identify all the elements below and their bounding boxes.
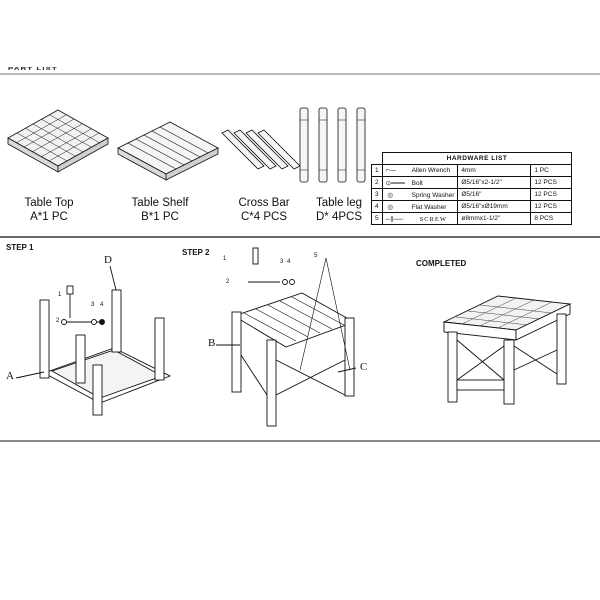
hardware-row: 1 ⌐—Allen Wrench 4mm 1 PC <box>371 164 573 177</box>
hardware-row-qty: 1 PC <box>530 164 573 177</box>
table-top-drawing <box>7 109 109 173</box>
completed-table-drawing <box>442 295 572 405</box>
step2-hardware-number: 3 <box>280 259 284 265</box>
completed-title: COMPLETED <box>416 259 467 268</box>
hardware-row-number: 4 <box>371 200 383 213</box>
hardware-row: 2 ⊙═══Bolt Ø5/16"x2-1/2" 12 PCS <box>371 176 573 189</box>
step1-title: STEP 1 <box>6 243 34 252</box>
hardware-row-number: 5 <box>371 212 383 225</box>
hardware-row-size: 4mm <box>457 164 532 177</box>
screw-icon: ─⟫── <box>385 215 404 223</box>
hardware-row-number: 2 <box>371 176 383 189</box>
callout-a: A <box>6 370 14 382</box>
hardware-row-name: ─⟫──SCREW <box>381 212 459 225</box>
part-name-table-shelf: Table Shelf <box>131 197 189 209</box>
hardware-row: 3 ◎Spring Washer Ø5/16" 12 PCS <box>371 188 573 201</box>
part-qty-table-top: A*1 PC <box>30 211 68 223</box>
hardware-row-number: 1 <box>371 164 383 177</box>
hardware-list-table: HARDWARE LIST 1 ⌐—Allen Wrench 4mm 1 PC … <box>371 152 573 225</box>
bolt-icon: ⊙═══ <box>385 179 405 187</box>
hardware-list-title: HARDWARE LIST <box>381 152 573 165</box>
callout-d: D <box>104 254 112 266</box>
step2-hardware-number: 4 <box>287 259 291 265</box>
part-name-table-top: Table Top <box>24 197 74 209</box>
table-leg-drawing <box>299 107 366 183</box>
part-name-cross-bar: Cross Bar <box>238 197 290 209</box>
hardware-row: 5 ─⟫──SCREW ø8mmx1-1/2" 8 PCS <box>371 212 573 225</box>
step2-title: STEP 2 <box>182 248 210 257</box>
step1-hardware-number: 3 <box>91 302 95 308</box>
hardware-row-name: ◎Spring Washer <box>381 188 459 201</box>
step2-hardware-number: 1 <box>223 256 227 262</box>
hardware-row-qty: 8 PCS <box>530 212 573 225</box>
spring-washer-icon: ◎ <box>385 191 394 199</box>
hardware-row-size: ø8mmx1-1/2" <box>457 212 532 225</box>
hardware-row-name: ⌐—Allen Wrench <box>381 164 459 177</box>
callout-c: C <box>360 361 368 373</box>
hardware-row: 4 ◎Flat Washer Ø5/16"xØ19mm 12 PCS <box>371 200 573 213</box>
step2-hardware-number: 5 <box>314 253 318 259</box>
hardware-row-size: Ø5/16"x2-1/2" <box>457 176 532 189</box>
part-qty-table-shelf: B*1 PC <box>141 211 179 223</box>
hardware-row-size: Ø5/16" <box>457 188 532 201</box>
step1-drawing <box>15 265 172 416</box>
step1-hardware-number: 2 <box>56 318 60 324</box>
hardware-list-title-row: HARDWARE LIST <box>372 152 573 165</box>
part-name-table-leg: Table leg <box>315 197 363 209</box>
part-qty-table-leg: D* 4PCS <box>315 211 363 223</box>
step2-hardware-number: 2 <box>226 279 230 285</box>
part-qty-cross-bar: C*4 PCS <box>240 211 288 223</box>
hardware-row-size: Ø5/16"xØ19mm <box>457 200 532 213</box>
hardware-row-qty: 12 PCS <box>530 188 573 201</box>
allen-wrench-icon: ⌐— <box>385 167 396 174</box>
hardware-row-qty: 12 PCS <box>530 200 573 213</box>
cross-bar-drawing <box>221 129 301 170</box>
hardware-row-qty: 12 PCS <box>530 176 573 189</box>
step2-drawing <box>216 247 357 427</box>
flat-washer-icon: ◎ <box>385 203 394 211</box>
step1-hardware-number: 1 <box>58 292 62 298</box>
callout-b: B <box>208 337 216 349</box>
part-list-header: PART LIST <box>8 66 58 71</box>
hardware-row-name: ⊙═══Bolt <box>381 176 459 189</box>
hardware-row-name: ◎Flat Washer <box>381 200 459 213</box>
step1-hardware-number: 4 <box>100 302 104 308</box>
table-shelf-drawing <box>117 121 219 181</box>
hardware-row-number: 3 <box>371 188 383 201</box>
